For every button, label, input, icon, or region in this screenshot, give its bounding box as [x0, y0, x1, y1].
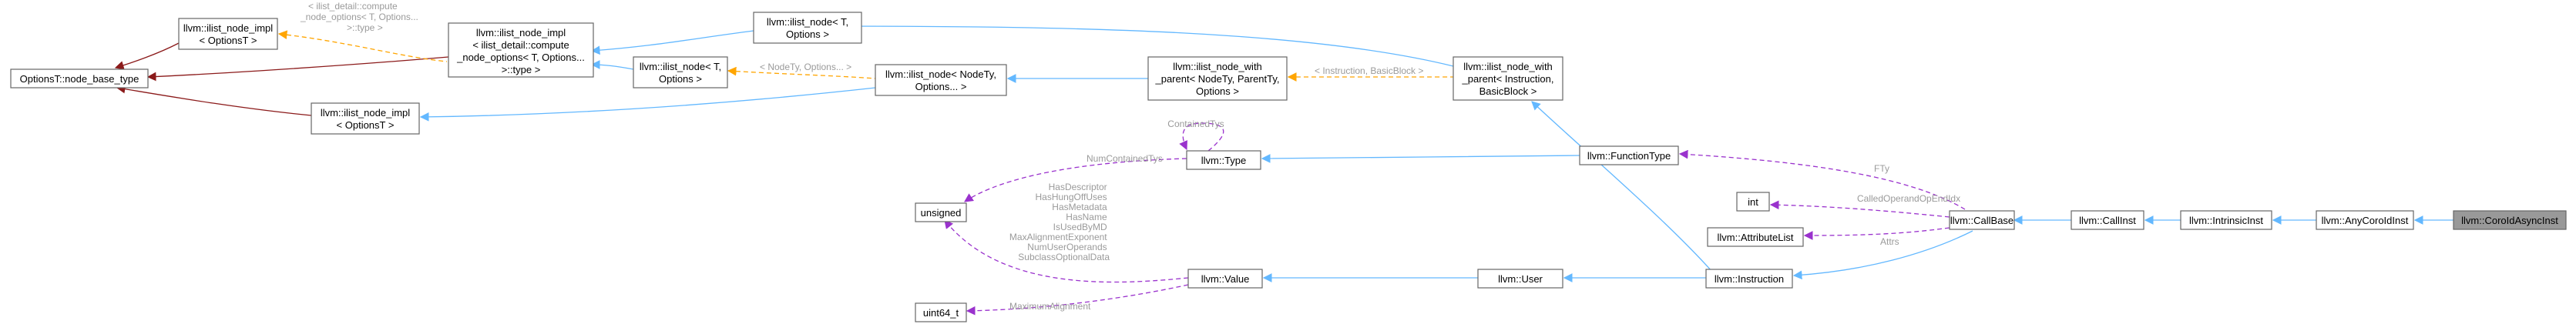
node-ilist-node-nodety[interactable]: llvm::ilist_node< NodeTy, Options... >	[875, 64, 1007, 96]
label-contained-tys: ContainedTys	[1167, 119, 1224, 129]
svg-text:BasicBlock >: BasicBlock >	[1479, 85, 1537, 97]
svg-text:unsigned: unsigned	[921, 207, 962, 219]
svg-text:llvm::IntrinsicInst: llvm::IntrinsicInst	[2189, 215, 2263, 226]
node-uint64[interactable]: uint64_t	[915, 302, 967, 322]
node-coro-id-async-inst[interactable]: llvm::CoroIdAsyncInst	[2453, 210, 2567, 230]
edge-impl-detail-to-base	[146, 56, 449, 82]
node-attribute-list[interactable]: llvm::AttributeList	[1707, 227, 1804, 247]
svg-text:< ilist_detail::compute: < ilist_detail::compute	[472, 39, 569, 51]
node-call-inst[interactable]: llvm::CallInst	[2071, 210, 2144, 230]
node-ilist-node-t-a[interactable]: llvm::ilist_node< T, Options >	[753, 12, 862, 44]
node-with-parent-inst[interactable]: llvm::ilist_node_with _parent< Instructi…	[1453, 56, 1563, 101]
edge-node-t-b-to-impl-detail	[590, 60, 634, 70]
node-function-type[interactable]: llvm::FunctionType	[1579, 145, 1679, 165]
edge-attrs	[1803, 227, 1950, 240]
svg-text:llvm::ilist_node_impl: llvm::ilist_node_impl	[476, 27, 566, 38]
label-f-ty: FTy	[1874, 163, 1889, 174]
svg-text:_node_options< T, Options...: _node_options< T, Options...	[456, 52, 585, 63]
svg-text:llvm::CallBase: llvm::CallBase	[1950, 215, 2013, 226]
node-call-base[interactable]: llvm::CallBase	[1949, 210, 2015, 230]
edge-instruction-to-with-parent-inst	[1531, 101, 1727, 289]
svg-text:Options >: Options >	[1196, 85, 1239, 97]
edge-node-t-a-to-impl-detail	[590, 30, 754, 55]
svg-text:_parent< NodeTy, ParentTy,: _parent< NodeTy, ParentTy,	[1154, 73, 1279, 85]
edge-f-ty	[1678, 149, 1966, 210]
edge-impl-b-to-base	[116, 84, 312, 116]
label-called-operand: CalledOperandOpEndIdx	[1857, 193, 1960, 204]
svg-text:< OptionsT >: < OptionsT >	[337, 119, 395, 131]
edge-num-contained-tys	[964, 158, 1187, 202]
node-ilist-node-t-b[interactable]: llvm::ilist_node< T, Options >	[633, 56, 728, 89]
edge-maximum-alignment	[966, 284, 1189, 316]
svg-text:OptionsT::node_base_type: OptionsT::node_base_type	[20, 73, 139, 85]
svg-text:llvm::AnyCoroIdInst: llvm::AnyCoroIdInst	[2322, 215, 2409, 226]
node-options-base[interactable]: OptionsT::node_base_type	[10, 68, 149, 89]
svg-text:llvm::CoroIdAsyncInst: llvm::CoroIdAsyncInst	[2461, 215, 2558, 226]
edge-impl-a-to-base	[114, 42, 180, 70]
svg-text:llvm::ilist_node< T,: llvm::ilist_node< T,	[640, 61, 721, 72]
svg-text:llvm::Instruction: llvm::Instruction	[1715, 273, 1784, 285]
svg-text:llvm::AttributeList: llvm::AttributeList	[1718, 232, 1794, 243]
label-num-contained-tys: NumContainedTys	[1086, 153, 1163, 164]
svg-text:llvm::ilist_node_with: llvm::ilist_node_with	[1173, 61, 1262, 72]
edge-function-type-to-type	[1261, 154, 1580, 163]
svg-text:llvm::ilist_node_with: llvm::ilist_node_with	[1463, 61, 1553, 72]
label-with-parent-template: < Instruction, BasicBlock >	[1315, 65, 1423, 76]
svg-text:>::type >: >::type >	[502, 64, 541, 75]
node-with-parent-generic[interactable]: llvm::ilist_node_with _parent< NodeTy, P…	[1147, 56, 1288, 101]
node-value[interactable]: llvm::Value	[1187, 269, 1263, 289]
svg-text:llvm::ilist_node< T,: llvm::ilist_node< T,	[767, 16, 848, 28]
svg-text:llvm::CallInst: llvm::CallInst	[2079, 215, 2136, 226]
svg-text:int: int	[1748, 196, 1758, 208]
node-user[interactable]: llvm::User	[1477, 269, 1563, 289]
edge-value-to-unsigned	[944, 219, 1189, 283]
node-ilist-node-impl-detail[interactable]: llvm::ilist_node_impl < ilist_detail::co…	[448, 22, 594, 78]
edge-node-nodety-to-impl-b	[419, 87, 876, 122]
edge-template-impl-a	[277, 30, 448, 62]
edge-contained-tys	[1179, 122, 1224, 152]
label-impl-detail-template: < ilist_detail::compute _node_options< T…	[300, 1, 421, 33]
svg-text:< OptionsT >: < OptionsT >	[200, 35, 257, 46]
node-ilist-node-impl-a[interactable]: llvm::ilist_node_impl < OptionsT >	[178, 18, 278, 50]
svg-text:llvm::ilist_node_impl: llvm::ilist_node_impl	[321, 107, 410, 119]
svg-text:llvm::User: llvm::User	[1498, 273, 1543, 285]
svg-text:llvm::Type: llvm::Type	[1201, 155, 1247, 166]
node-int[interactable]: int	[1736, 192, 1770, 212]
svg-text:uint64_t: uint64_t	[923, 307, 959, 319]
svg-text:llvm::ilist_node_impl: llvm::ilist_node_impl	[183, 22, 273, 34]
node-intrinsic-inst[interactable]: llvm::IntrinsicInst	[2180, 210, 2272, 230]
edge-called-operand	[1769, 200, 1950, 218]
node-instruction[interactable]: llvm::Instruction	[1705, 269, 1793, 289]
svg-text:Options >: Options >	[786, 28, 829, 40]
node-type[interactable]: llvm::Type	[1186, 150, 1261, 170]
node-unsigned[interactable]: unsigned	[915, 202, 967, 222]
svg-text:llvm::Value: llvm::Value	[1201, 273, 1250, 285]
svg-text:_parent< Instruction,: _parent< Instruction,	[1462, 73, 1554, 85]
label-value-to-unsigned: HasDescriptor HasHungOffUses HasMetadata…	[1009, 182, 1110, 262]
svg-text:llvm::ilist_node< NodeTy,: llvm::ilist_node< NodeTy,	[885, 68, 996, 80]
label-node-nodety-template: < NodeTy, Options... >	[760, 62, 851, 72]
edge-template-node-t-b	[727, 66, 876, 79]
svg-text:llvm::FunctionType: llvm::FunctionType	[1587, 150, 1671, 162]
label-maximum-alignment: MaximumAlignment	[1009, 301, 1091, 312]
label-attrs: Attrs	[1880, 236, 1899, 247]
edge-with-parent-inst-to-node-t-a	[831, 22, 1454, 67]
svg-text:Options... >: Options... >	[915, 81, 967, 92]
node-ilist-node-impl-b[interactable]: llvm::ilist_node_impl < OptionsT >	[311, 102, 420, 135]
node-any-coro-id-inst[interactable]: llvm::AnyCoroIdInst	[2316, 210, 2414, 230]
svg-text:Options >: Options >	[659, 73, 702, 85]
edge-call-base-to-instruction	[1792, 230, 1973, 280]
